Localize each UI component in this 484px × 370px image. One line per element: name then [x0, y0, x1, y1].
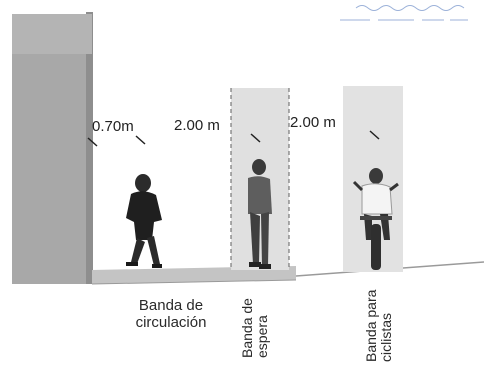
zone-label-ciclistas-line2: ciclistas [378, 312, 395, 362]
building-wall [12, 14, 92, 284]
zone-label-espera: Banda de espera [239, 298, 271, 358]
cyclist-figure [352, 168, 399, 270]
dimension-label-2-00-espera: 2.00 m [174, 117, 220, 134]
corner-logo-mark [340, 5, 468, 21]
zone-label-circulacion: Banda de circulación [122, 297, 220, 332]
building-wall-edge [86, 12, 93, 284]
zone-label-circulacion-line1: Banda de [138, 297, 204, 314]
wall-top-shade [12, 14, 92, 54]
dim-tick-2 [135, 135, 146, 145]
zone-label-ciclistas: Banda para ciclistas [363, 289, 395, 362]
zone-label-espera-line1: Banda de [239, 298, 255, 358]
zone-label-ciclistas-line1: Banda para [363, 289, 379, 362]
zone-label-circulacion-line2: circulación [135, 314, 207, 332]
pedestrian-waiting-figure [248, 159, 272, 269]
ground-line-lower [91, 279, 297, 285]
sidewalk-ground [92, 266, 296, 284]
zone-label-espera-line2: espera [254, 315, 271, 358]
dimension-label-2-00-ciclistas: 2.00 m [290, 114, 336, 131]
dimension-label-0-70: 0.70m [92, 118, 134, 135]
dim-tick-4 [369, 130, 380, 140]
dim-tick-3 [250, 133, 261, 143]
dim-tick-1 [87, 137, 98, 147]
pedestrian-walking-figure [126, 174, 162, 268]
